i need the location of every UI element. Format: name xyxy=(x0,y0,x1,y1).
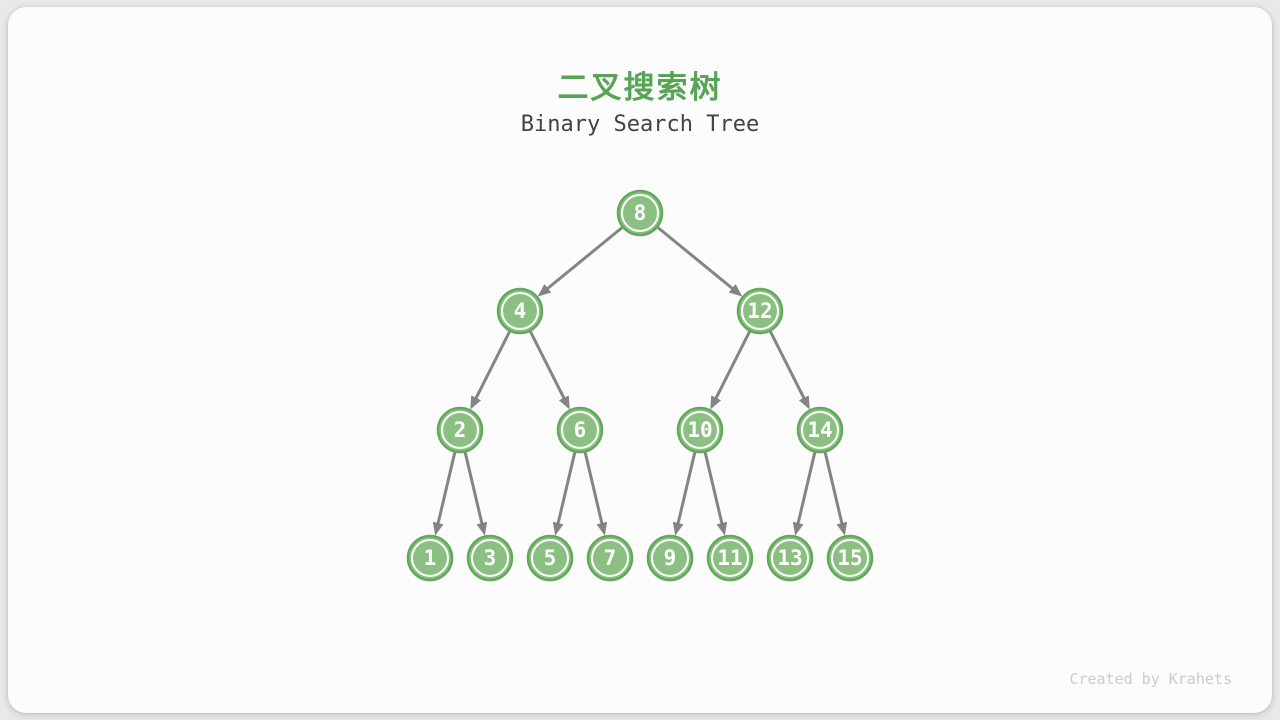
node-inner-ring xyxy=(681,411,719,449)
node-circle xyxy=(556,406,604,454)
node-value: 9 xyxy=(664,546,677,570)
node-circle xyxy=(616,189,664,237)
tree-node-3: 3 xyxy=(466,534,514,582)
node-inner-ring xyxy=(651,539,689,577)
node-circle xyxy=(676,406,724,454)
tree-edge-6-7 xyxy=(583,452,608,536)
node-circle xyxy=(766,534,814,582)
node-circle xyxy=(646,534,694,582)
tree-edge-14-13 xyxy=(792,452,817,536)
node-inner-ring xyxy=(471,539,509,577)
node-circle xyxy=(526,534,574,582)
tree-edge-6-5 xyxy=(552,452,577,536)
tree-node-7: 7 xyxy=(586,534,634,582)
credit-text: Created by Krahets xyxy=(1069,670,1232,688)
tree-edge-12-14 xyxy=(769,330,810,410)
node-value: 7 xyxy=(604,546,617,570)
tree-node-14: 14 xyxy=(796,406,844,454)
tree-node-8: 8 xyxy=(616,189,664,237)
tree-node-13: 13 xyxy=(766,534,814,582)
tree-edge-2-1 xyxy=(432,452,457,536)
tree-edge-8-4 xyxy=(537,226,624,297)
node-circle xyxy=(466,534,514,582)
tree-node-1: 1 xyxy=(406,534,454,582)
node-inner-ring xyxy=(801,411,839,449)
node-inner-ring xyxy=(621,194,659,232)
node-inner-ring xyxy=(561,411,599,449)
node-circle xyxy=(796,406,844,454)
tree-edges xyxy=(432,226,848,536)
tree-node-4: 4 xyxy=(496,287,544,335)
node-circle xyxy=(826,534,874,582)
node-inner-ring xyxy=(741,292,779,330)
node-value: 13 xyxy=(777,546,802,570)
node-circle xyxy=(406,534,454,582)
tree-edge-14-15 xyxy=(823,452,848,536)
tree-node-6: 6 xyxy=(556,406,604,454)
node-inner-ring xyxy=(591,539,629,577)
node-inner-ring xyxy=(411,539,449,577)
figure-card: 二叉搜索树 Binary Search Tree Created by Krah… xyxy=(8,7,1272,713)
tree-edge-8-12 xyxy=(656,226,743,297)
tree-node-11: 11 xyxy=(706,534,754,582)
node-circle xyxy=(736,287,784,335)
tree-node-9: 9 xyxy=(646,534,694,582)
tree-node-10: 10 xyxy=(676,406,724,454)
node-value: 12 xyxy=(747,299,772,323)
node-inner-ring xyxy=(771,539,809,577)
node-inner-ring xyxy=(831,539,869,577)
node-inner-ring xyxy=(531,539,569,577)
node-circle xyxy=(706,534,754,582)
node-circle xyxy=(586,534,634,582)
tree-edge-4-2 xyxy=(470,330,511,410)
tree-node-2: 2 xyxy=(436,406,484,454)
node-value: 1 xyxy=(424,546,437,570)
node-value: 11 xyxy=(717,546,742,570)
node-inner-ring xyxy=(711,539,749,577)
tree-edge-4-6 xyxy=(529,330,570,410)
node-value: 6 xyxy=(574,418,587,442)
node-value: 15 xyxy=(837,546,862,570)
tree-node-15: 15 xyxy=(826,534,874,582)
node-value: 2 xyxy=(454,418,467,442)
page-subtitle-english: Binary Search Tree xyxy=(520,112,760,137)
tree-node-5: 5 xyxy=(526,534,574,582)
node-inner-ring xyxy=(501,292,539,330)
tree-edge-10-9 xyxy=(672,452,697,536)
node-inner-ring xyxy=(441,411,479,449)
node-value: 8 xyxy=(634,201,647,225)
node-value: 3 xyxy=(484,546,497,570)
tree-edge-2-3 xyxy=(463,452,488,536)
node-circle xyxy=(436,406,484,454)
node-circle xyxy=(496,287,544,335)
tree-node-12: 12 xyxy=(736,287,784,335)
tree-edge-10-11 xyxy=(703,452,728,536)
tree-edge-12-10 xyxy=(710,330,751,410)
node-value: 4 xyxy=(514,299,527,323)
node-value: 5 xyxy=(544,546,557,570)
page-title-chinese: 二叉搜索树 xyxy=(557,70,723,105)
node-value: 14 xyxy=(807,418,832,442)
node-value: 10 xyxy=(687,418,712,442)
